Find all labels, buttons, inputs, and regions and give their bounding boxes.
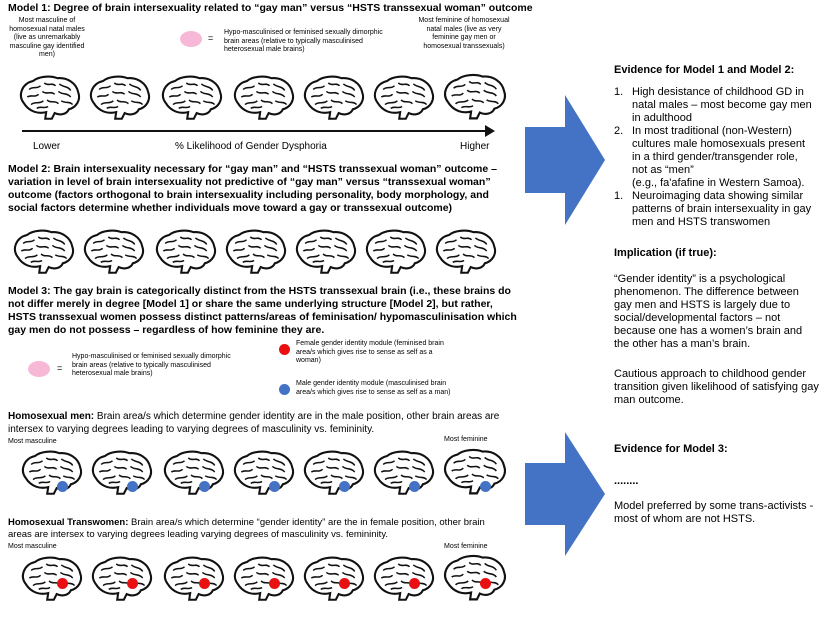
evidence-text: In most traditional (non-Western) cultur… <box>632 125 806 189</box>
implication-paragraph-1: “Gender identity” is a psychological phe… <box>614 273 803 350</box>
red-module-dot <box>409 578 420 589</box>
brain-icon <box>300 553 366 605</box>
axis-arrowhead-icon <box>485 125 495 137</box>
homosexual-transwomen-heading: Homosexual Transwomen: <box>8 517 129 528</box>
red-module-legend-dot <box>279 344 290 355</box>
brain-icon <box>222 226 288 278</box>
evidence-item: 1. High desistance of childhood GD in na… <box>614 86 814 125</box>
evidence-item: 2. In most traditional (non-Western) cul… <box>614 125 814 190</box>
blue-module-dot <box>269 481 280 492</box>
brain-icon <box>158 72 224 124</box>
brain-icon <box>362 226 428 278</box>
model3-legend-pink-text: Hypo-masculinised or feminised sexually … <box>72 353 231 377</box>
brain-icon <box>230 553 296 605</box>
evidence-item: 1. Neuroimaging data showing similar pat… <box>614 190 814 229</box>
model1-2-arrow-icon <box>525 95 605 225</box>
blue-module-dot <box>57 481 68 492</box>
brain-icon <box>152 226 218 278</box>
blue-module-dot <box>339 481 350 492</box>
brain-icon <box>370 553 436 605</box>
tw-most-masculine-label: Most masculine <box>8 543 57 550</box>
evidence-model3-title: Evidence for Model 3: <box>614 443 728 455</box>
likelihood-axis-line <box>22 130 487 132</box>
homosexual-men-heading: Homosexual men: <box>8 411 95 422</box>
blue-module-legend-dot <box>279 384 290 395</box>
brain-icon <box>18 553 84 605</box>
brain-icon <box>160 553 226 605</box>
pink-legend-swatch <box>180 31 202 47</box>
legend-equals: = <box>208 33 214 43</box>
blue-module-dot <box>480 481 491 492</box>
evidence-model3-text: Model preferred by some trans-activists … <box>614 500 814 525</box>
model1-right-label: Most feminine of homosexual natal males … <box>418 17 510 50</box>
evidence-text: Neuroimaging data showing similar patter… <box>632 190 812 228</box>
brain-icon <box>88 447 154 499</box>
homosexual-men-description: Homosexual men: Brain area/s which deter… <box>8 411 520 436</box>
evidence-number: 2. <box>614 125 624 137</box>
red-module-dot <box>339 578 350 589</box>
blue-module-dot <box>409 481 420 492</box>
pink-legend-swatch <box>28 361 50 377</box>
brain-icon <box>18 447 84 499</box>
brain-icon <box>86 72 152 124</box>
brain-icon <box>440 551 508 605</box>
tw-most-feminine-label: Most feminine <box>444 543 488 550</box>
red-module-dot <box>127 578 138 589</box>
axis-mid-label: % Likelihood of Gender Dysphoria <box>175 141 327 152</box>
homosexual-men-text: Brain area/s which determine gender iden… <box>8 411 500 435</box>
evidence-text: High desistance of childhood GD in natal… <box>632 86 812 124</box>
axis-lower-label: Lower <box>33 141 61 152</box>
red-module-dot <box>199 578 210 589</box>
model1-left-label: Most masculine of homosexual natal males… <box>9 17 85 58</box>
brain-icon <box>300 72 366 124</box>
model1-title: Model 1: Degree of brain intersexuality … <box>8 2 533 14</box>
model3-arrow-icon <box>525 432 605 556</box>
model3-title: Model 3: The gay brain is categorically … <box>8 285 517 336</box>
evidence-number: 1. <box>614 190 624 202</box>
implication-title: Implication (if true): <box>614 247 717 259</box>
men-most-masculine-label: Most masculine <box>8 438 57 445</box>
brain-icon <box>292 226 358 278</box>
blue-module-dot <box>199 481 210 492</box>
brain-icon <box>160 447 226 499</box>
brain-icon <box>16 72 82 124</box>
evidence-model1-2-title: Evidence for Model 1 and Model 2: <box>614 64 795 76</box>
red-module-dot <box>480 578 491 589</box>
red-module-dot <box>269 578 280 589</box>
evidence-number: 1. <box>614 86 624 98</box>
brain-icon <box>88 553 154 605</box>
brain-icon <box>432 226 498 278</box>
blue-module-dot <box>127 481 138 492</box>
model1-legend-text: Hypo-masculinised or feminised sexually … <box>224 29 383 53</box>
model3-legend-blue-text: Male gender identity module (masculinise… <box>296 380 451 396</box>
brain-icon <box>370 447 436 499</box>
homosexual-transwomen-text: Brain area/s which determine “gender ide… <box>8 517 485 540</box>
red-module-dot <box>57 578 68 589</box>
brain-icon <box>230 72 296 124</box>
brain-icon <box>370 72 436 124</box>
implication-paragraph-2: Cautious approach to childhood gender tr… <box>614 368 819 406</box>
model2-title: Model 2: Brain intersexuality necessary … <box>8 163 497 214</box>
brain-icon <box>440 70 508 124</box>
model3-legend-red-text: Female gender identity module (feminised… <box>296 340 444 364</box>
brain-icon <box>300 447 366 499</box>
brain-icon <box>10 226 76 278</box>
legend-equals: = <box>57 363 63 373</box>
evidence-model3-dots: ........ <box>614 475 639 487</box>
axis-higher-label: Higher <box>460 141 490 152</box>
evidence-model1-2-list: 1. High desistance of childhood GD in na… <box>614 86 814 229</box>
brain-icon <box>440 445 508 499</box>
homosexual-transwomen-description: Homosexual Transwomen: Brain area/s whic… <box>8 517 508 541</box>
brain-icon <box>230 447 296 499</box>
men-most-feminine-label: Most feminine <box>444 436 488 443</box>
brain-icon <box>80 226 146 278</box>
